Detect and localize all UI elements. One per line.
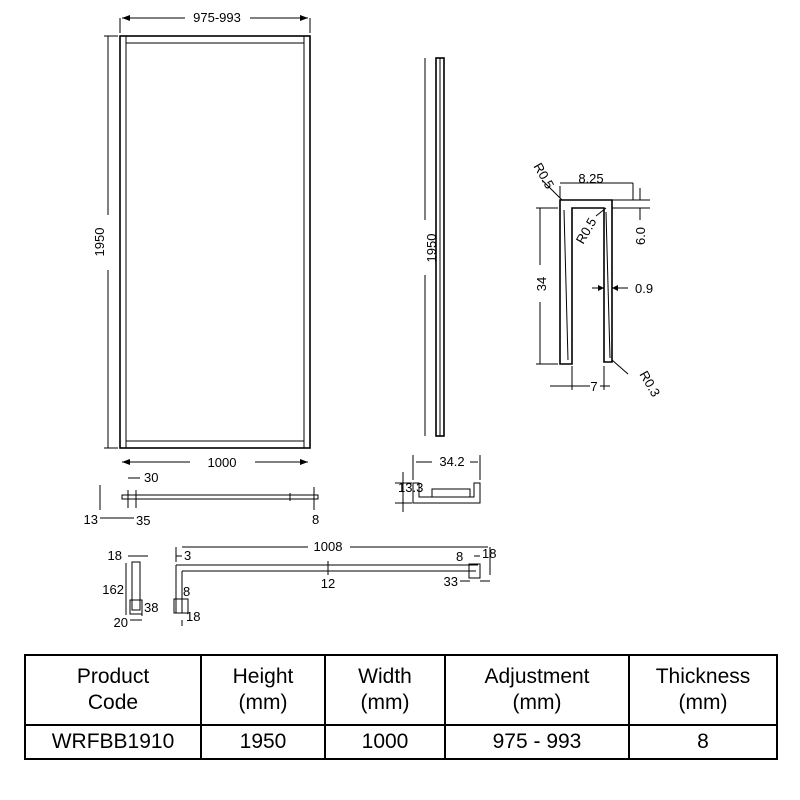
dim-side-height: 1950	[424, 234, 439, 263]
value-thickness: 8	[628, 724, 778, 760]
dim-bar-12: 12	[321, 576, 335, 591]
value-width: 1000	[324, 724, 446, 760]
dim-panel-width-top: 975-993	[193, 10, 241, 25]
dim-panel-width-bottom: 1000	[208, 455, 237, 470]
header-height: Height (mm)	[200, 654, 326, 726]
dim-bar-18-right: 18	[482, 546, 496, 561]
dim-base-35: 35	[136, 513, 150, 528]
dim-profile-base: 7	[590, 379, 597, 394]
dim-bar-33: 33	[444, 574, 458, 589]
dim-profile-width: 8.25	[578, 171, 603, 186]
dim-profile-height: 34	[534, 277, 549, 291]
value-height: 1950	[200, 724, 326, 760]
panel-outer-frame	[119, 35, 311, 449]
dim-bar-8-right: 8	[456, 549, 463, 564]
dim-profile-r05-inner: R0.5	[573, 215, 600, 246]
header-adjustment: Adjustment (mm)	[444, 654, 630, 726]
profile-section: 8.25 R0.5 R0.5 6.0 34 0.9 7 R0.3	[531, 160, 664, 399]
bar-right-bracket	[468, 563, 481, 579]
dim-profile-top-depth: 6.0	[633, 227, 648, 245]
spec-value-row: WRFBB1910 1950 1000 975 - 993 8	[24, 724, 778, 760]
dim-bar-8-left: 8	[183, 584, 190, 599]
channel-section: 34.2 13.3	[395, 454, 481, 512]
profile-outline	[559, 199, 613, 365]
front-panel: 975-993 1950 1000	[92, 10, 311, 470]
dim-channel-height: 13.3	[398, 480, 423, 495]
dim-base-13: 13	[84, 512, 98, 527]
side-view: 1950	[424, 57, 445, 437]
value-adjustment: 975 - 993	[444, 724, 630, 760]
dim-arm-162: 162	[102, 582, 124, 597]
arm-post	[131, 561, 141, 611]
base-rail: 30 13 35 8	[84, 470, 320, 528]
spec-table: Product Code Height (mm) Width (mm) Adju…	[24, 654, 778, 760]
dim-profile-wall: 0.9	[635, 281, 653, 296]
dim-bar-3: 3	[184, 548, 191, 563]
bar-left-bracket	[173, 598, 189, 614]
dim-profile-r05-top: R0.5	[531, 160, 558, 191]
dim-profile-r03: R0.3	[637, 368, 664, 399]
dim-channel-width: 34.2	[439, 454, 464, 469]
dim-bar-length: 1008	[314, 539, 343, 554]
dim-arm-20: 20	[114, 615, 128, 630]
header-thickness: Thickness (mm)	[628, 654, 778, 726]
support-bar: 1008 3 12 8 18 8 18 33	[173, 539, 496, 626]
spec-header-row: Product Code Height (mm) Width (mm) Adju…	[24, 654, 778, 726]
arm-section: 18 162 38 20	[102, 548, 158, 630]
base-rail-body	[121, 494, 319, 500]
dim-bar-18-bottom: 18	[186, 609, 200, 624]
header-product-code: Product Code	[24, 654, 202, 726]
dim-base-8: 8	[312, 512, 319, 527]
panel-inner-frame	[125, 42, 305, 442]
dim-panel-height: 1950	[92, 228, 107, 257]
value-product-code: WRFBB1910	[24, 724, 202, 760]
header-width: Width (mm)	[324, 654, 446, 726]
dim-base-30: 30	[144, 470, 158, 485]
channel-outline	[412, 482, 481, 504]
dim-arm-38: 38	[144, 600, 158, 615]
dim-arm-18: 18	[108, 548, 122, 563]
